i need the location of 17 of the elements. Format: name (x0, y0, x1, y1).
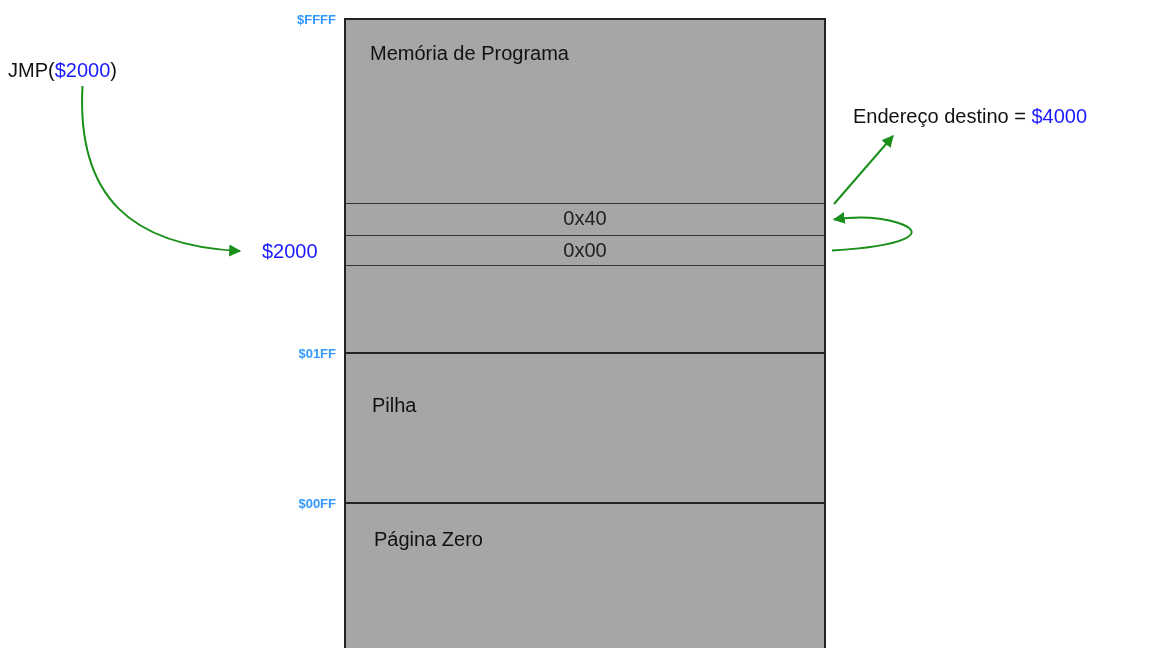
arrow (833, 135, 894, 205)
region-title: Página Zero (374, 528, 483, 551)
memory-cell: 0x00 (346, 235, 824, 266)
address-text: $2000 (262, 239, 318, 263)
address-label: $00FF (297, 496, 336, 511)
address-label: $FFFF (296, 12, 336, 27)
memory-region (344, 18, 826, 354)
region-title: Memória de Programa (370, 42, 569, 65)
memory-cell: 0x40 (346, 203, 824, 236)
arrow (81, 85, 242, 257)
region-title: Pilha (372, 394, 417, 417)
memory-region (344, 502, 826, 648)
arrow (831, 212, 913, 252)
address-text: Endereço destino = $4000 (853, 104, 1088, 128)
memory-region (344, 352, 826, 504)
instruction-text: JMP($2000) (8, 58, 117, 82)
address-label: $01FF (297, 346, 336, 361)
